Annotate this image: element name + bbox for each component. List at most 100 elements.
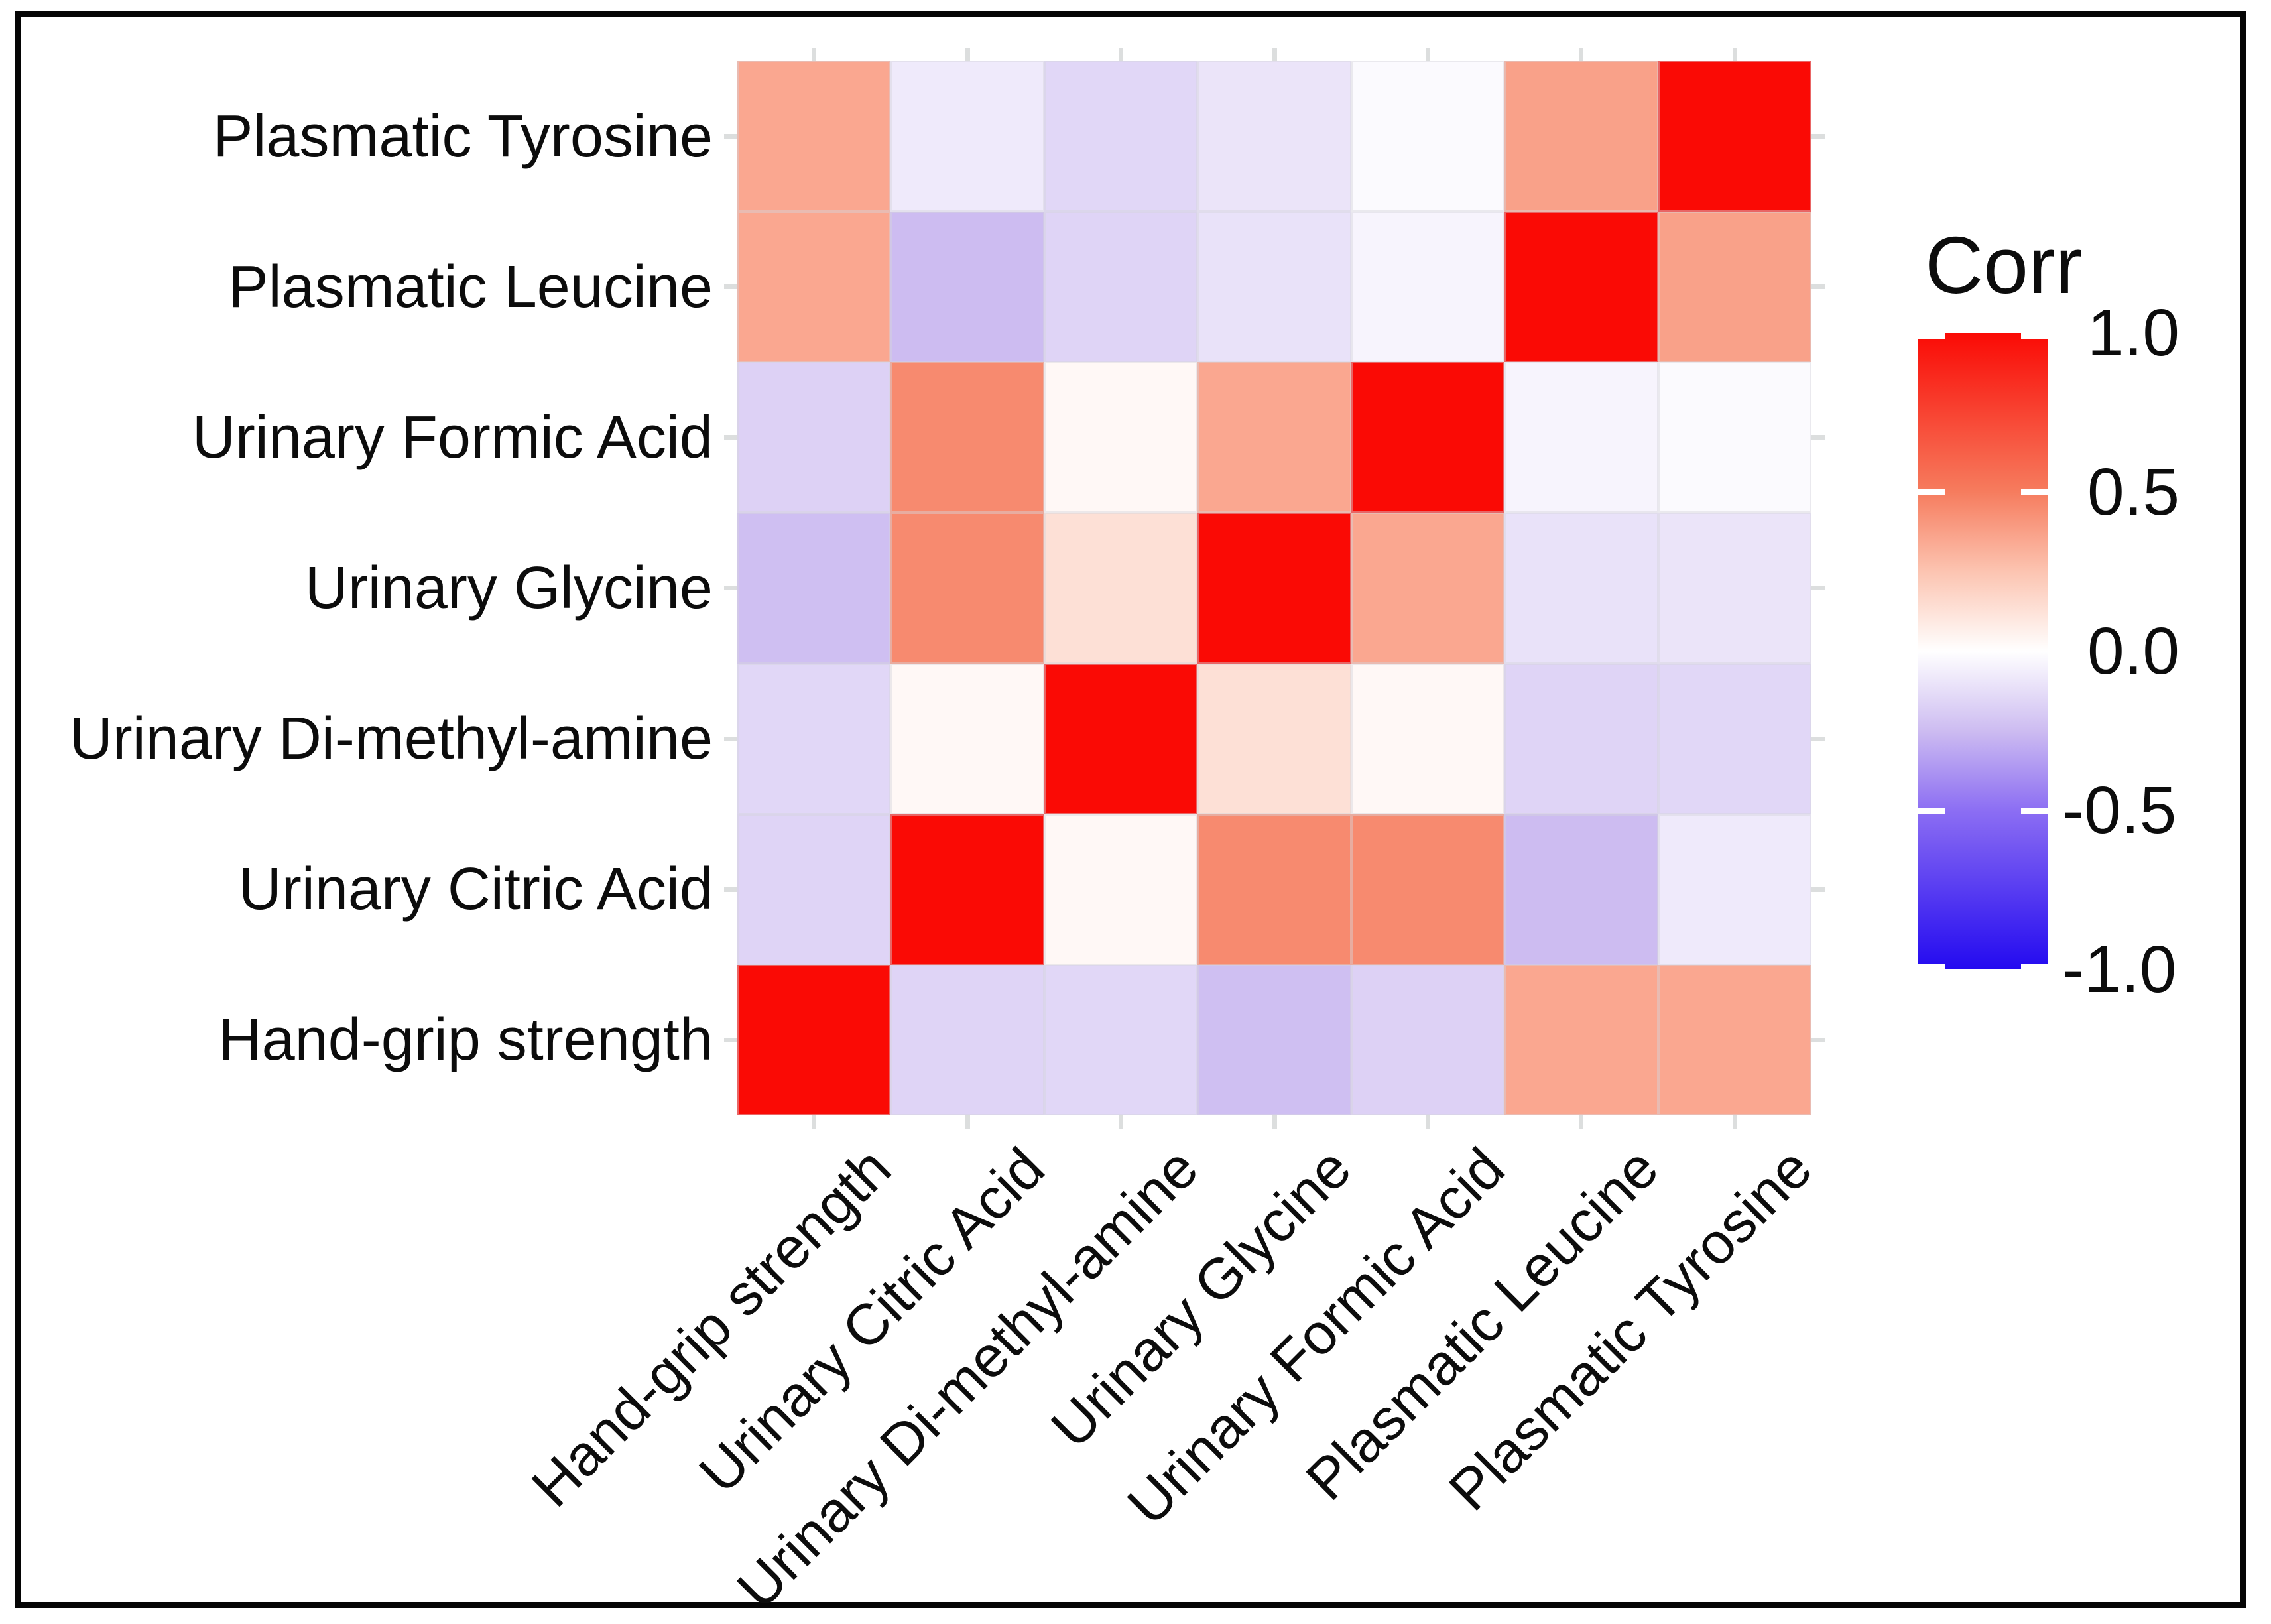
axis-tick (724, 284, 737, 290)
heatmap-cell (1658, 212, 1811, 363)
heatmap-cell (737, 513, 891, 664)
colorbar-tick-label: 0.5 (2087, 455, 2180, 529)
heatmap-cell (1044, 61, 1198, 212)
colorbar-tick-dash (1918, 333, 1945, 339)
heatmap-cell (737, 964, 891, 1115)
colorbar-tick-label: 1.0 (2087, 296, 2180, 370)
heatmap-cell (1504, 212, 1658, 363)
axis-tick (1811, 736, 1825, 741)
heatmap-cell (1197, 663, 1351, 814)
axis-tick (1811, 887, 1825, 892)
heatmap-cell (1044, 814, 1198, 965)
y-axis-label: Plasmatic Tyrosine (213, 103, 713, 170)
heatmap-cell (1044, 362, 1198, 513)
heatmap-cell (1351, 964, 1505, 1115)
heatmap-cell (890, 513, 1044, 664)
heatmap-cell (890, 814, 1044, 965)
heatmap-cell (1044, 513, 1198, 664)
colorbar-tick-label: 0.0 (2087, 614, 2180, 688)
y-axis-label: Hand-grip strength (218, 1007, 713, 1074)
colorbar-gradient (1918, 333, 2048, 969)
heatmap-cell (737, 814, 891, 965)
heatmap-cell (890, 61, 1044, 212)
heatmap-cell (890, 212, 1044, 363)
heatmap-cell (1351, 663, 1505, 814)
axis-tick (1425, 48, 1430, 61)
heatmap-cell (1197, 964, 1351, 1115)
heatmap-cell (1504, 362, 1658, 513)
heatmap-cell (890, 964, 1044, 1115)
heatmap-cell (1044, 663, 1198, 814)
heatmap-cell (890, 663, 1044, 814)
heatmap-cell (737, 362, 891, 513)
colorbar-tick-dash (2021, 964, 2048, 969)
heatmap-cell (1658, 964, 1811, 1115)
axis-tick (1811, 435, 1825, 440)
axis-tick (1272, 1115, 1277, 1129)
axis-tick (724, 134, 737, 139)
heatmap-cell (1658, 61, 1811, 212)
axis-tick (1579, 1115, 1584, 1129)
axis-tick (1811, 134, 1825, 139)
axis-tick (812, 1115, 817, 1129)
heatmap-cell (1351, 513, 1505, 664)
heatmap-cell (1504, 814, 1658, 965)
axis-tick (965, 1115, 970, 1129)
heatmap-cell (1351, 362, 1505, 513)
heatmap-cell (737, 663, 891, 814)
heatmap-cell (1197, 362, 1351, 513)
axis-tick (1811, 586, 1825, 591)
legend-title: Corr (1925, 220, 2083, 310)
axis-tick (1272, 48, 1277, 61)
axis-tick (965, 48, 970, 61)
heatmap-cell (1658, 814, 1811, 965)
heatmap-cell (1504, 513, 1658, 664)
axis-tick (724, 887, 737, 892)
axis-tick (1119, 48, 1124, 61)
heatmap-cell (1044, 212, 1198, 363)
heatmap-cell (1044, 964, 1198, 1115)
axis-tick (1811, 284, 1825, 290)
axis-tick (1811, 1037, 1825, 1042)
axis-tick (1425, 1115, 1430, 1129)
heatmap-panel (737, 61, 1812, 1115)
heatmap-cell (1197, 513, 1351, 664)
heatmap-cell (1197, 212, 1351, 363)
axis-tick (1732, 48, 1737, 61)
heatmap-cell (1504, 61, 1658, 212)
heatmap-cell (1504, 964, 1658, 1115)
heatmap-cell (1351, 212, 1505, 363)
heatmap-cell (1658, 513, 1811, 664)
heatmap-cell (1504, 663, 1658, 814)
heatmap-cell (1197, 814, 1351, 965)
heatmap-cell (737, 61, 891, 212)
colorbar-tick-dash (2021, 807, 2048, 814)
axis-tick (724, 1037, 737, 1042)
colorbar-tick-dash (2021, 489, 2048, 495)
colorbar-tick-dash (1918, 489, 1945, 495)
colorbar-tick-label: -1.0 (2062, 932, 2177, 1007)
axis-tick (812, 48, 817, 61)
heatmap-cell (1351, 61, 1505, 212)
colorbar-tick-label: -0.5 (2062, 773, 2177, 847)
axis-tick (1732, 1115, 1737, 1129)
y-axis-label: Urinary Citric Acid (238, 856, 713, 923)
axis-tick (1579, 48, 1584, 61)
axis-tick (1119, 1115, 1124, 1129)
heatmap-cell (1658, 362, 1811, 513)
y-axis-label: Urinary Formic Acid (192, 404, 713, 471)
heatmap-cell (1658, 663, 1811, 814)
figure-border (15, 11, 2246, 1608)
colorbar-tick-dash (1918, 807, 1945, 814)
y-axis-label: Plasmatic Leucine (228, 253, 713, 320)
colorbar-tick-dash (2021, 333, 2048, 339)
heatmap-cell (737, 212, 891, 363)
axis-tick (724, 736, 737, 741)
y-axis-label: Urinary Glycine (304, 554, 713, 621)
axis-tick (724, 586, 737, 591)
heatmap-cell (890, 362, 1044, 513)
heatmap-cell (1351, 814, 1505, 965)
colorbar-tick-dash (1918, 964, 1945, 969)
axis-tick (724, 435, 737, 440)
